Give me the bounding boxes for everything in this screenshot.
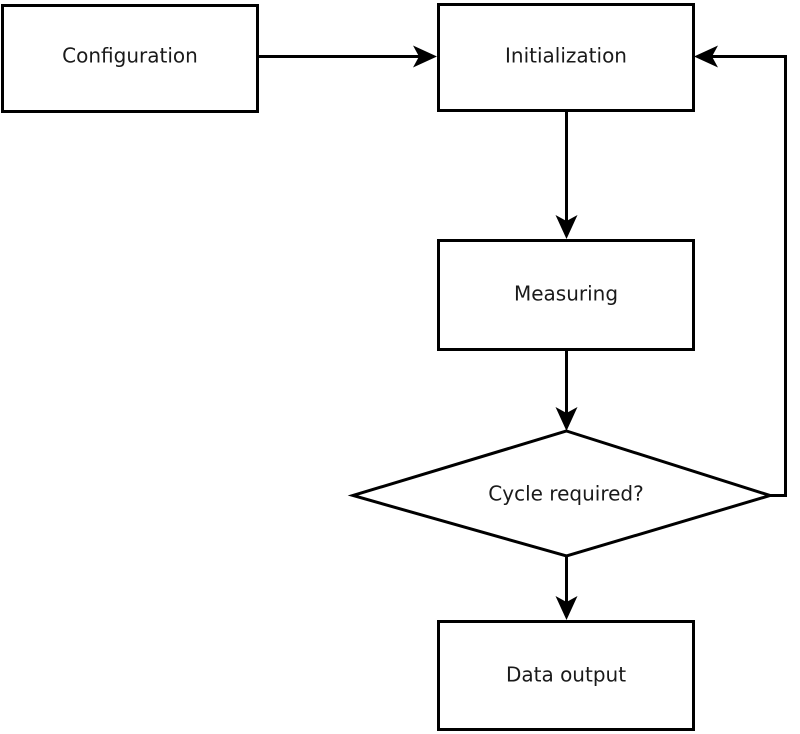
node-configuration[interactable]: Configuration [1, 4, 259, 113]
edge-cycle-required-to-data-output [555, 556, 578, 620]
node-measuring-shape[interactable] [437, 239, 695, 351]
node-initialization-shape[interactable] [437, 3, 695, 112]
node-cycle-required-shape[interactable] [347, 429, 776, 558]
node-cycle-required[interactable]: Cycle required? [347, 429, 776, 558]
arrow-head-down [555, 215, 578, 239]
edge-configuration-to-initialization [259, 45, 437, 68]
edge-cycle-required-to-initialization-feedback [694, 45, 787, 497]
arrow-head-down [555, 596, 578, 620]
arrow-head-left [694, 45, 718, 68]
node-initialization[interactable]: Initialization [437, 3, 695, 112]
arrow-head-down [555, 407, 578, 431]
node-measuring-label: Measuring [514, 282, 618, 306]
node-cycle-required-label: Cycle required? [488, 482, 643, 506]
node-measuring[interactable]: Measuring [437, 239, 695, 351]
node-data-output-label: Data output [506, 663, 626, 687]
arrow-head-right [413, 45, 437, 68]
node-configuration-label: Configuration [62, 44, 198, 68]
edge-initialization-to-measuring [555, 110, 578, 239]
node-data-output-shape[interactable] [437, 620, 695, 731]
node-configuration-shape[interactable] [1, 4, 259, 113]
node-initialization-label: Initialization [505, 44, 627, 68]
edge-measuring-to-cycle-required [555, 350, 578, 431]
edge-line [707, 55, 787, 497]
node-data-output[interactable]: Data output [437, 620, 695, 731]
